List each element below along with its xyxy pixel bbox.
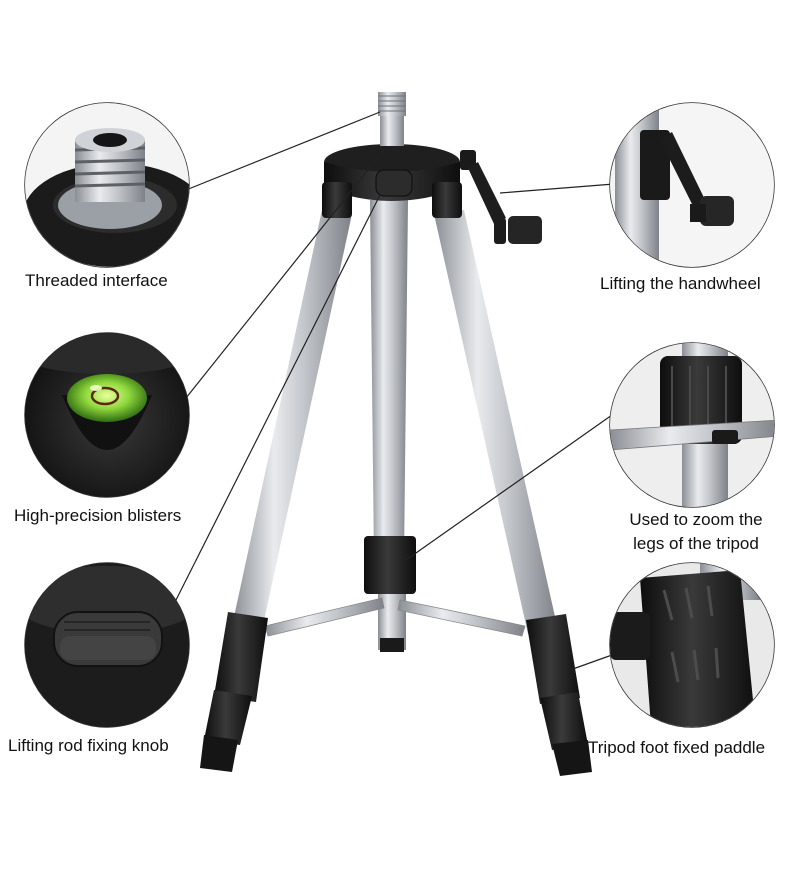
left-leg-foot xyxy=(200,735,238,772)
left-leg-clamp xyxy=(214,612,268,702)
label-zoom-legs-line1: Used to zoom the xyxy=(629,510,763,529)
label-foot-fixed-paddle: Tripod foot fixed paddle xyxy=(588,738,766,757)
left-leg xyxy=(232,210,352,630)
tripod xyxy=(200,92,592,776)
callout-rod-fixing-knob xyxy=(24,562,190,728)
label-threaded-interface: Threaded interface xyxy=(25,271,168,290)
spreader-left xyxy=(264,597,385,637)
callout-lifting-handwheel xyxy=(609,102,775,268)
handwheel-crank xyxy=(460,150,542,244)
right-leg xyxy=(434,210,558,634)
callout-foot-fixed-paddle xyxy=(609,562,775,728)
spreader-right xyxy=(397,599,526,637)
center-column xyxy=(370,200,408,560)
callout-zoom-legs xyxy=(609,342,775,508)
head-fixing-knob xyxy=(375,169,413,197)
label-high-precision-blisters: High-precision blisters xyxy=(14,506,182,525)
label-rod-fixing-knob: Lifting rod fixing knob xyxy=(8,736,169,755)
callout-threaded-interface xyxy=(24,102,190,268)
label-zoom-legs-line2: legs of the tripod xyxy=(633,534,759,553)
right-leg-clamp xyxy=(526,614,580,704)
label-lifting-handwheel: Lifting the handwheel xyxy=(600,274,761,293)
column-collar xyxy=(364,536,416,594)
right-leg-foot xyxy=(552,740,592,776)
leader-lines xyxy=(175,111,615,671)
callout-high-precision-blisters xyxy=(24,332,190,498)
